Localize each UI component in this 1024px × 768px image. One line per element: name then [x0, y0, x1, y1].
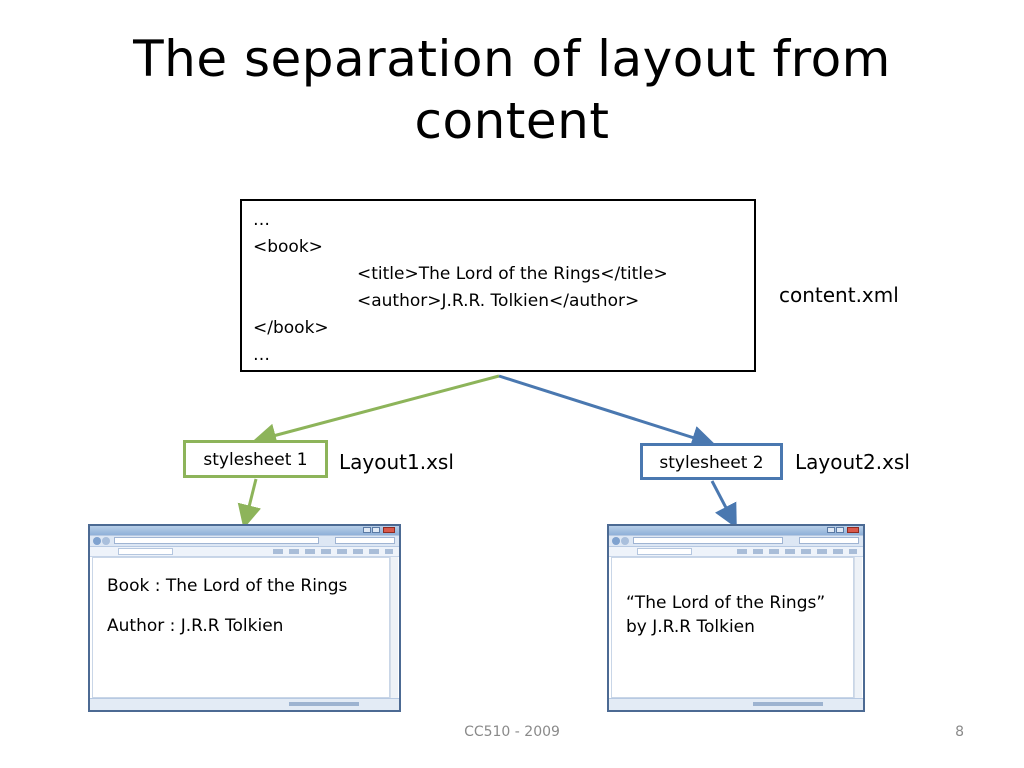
- browser-tab-bar: [90, 547, 399, 557]
- toolbar-icons: [273, 549, 393, 554]
- address-field: [114, 537, 319, 544]
- browser-content: [611, 557, 854, 698]
- status-bar: [609, 698, 863, 710]
- layout2-filename-label: Layout2.xsl: [795, 450, 910, 474]
- code-line: <title>The Lord of the Rings</title>: [357, 264, 668, 284]
- browser-window-2: “The Lord of the Rings” by J.R.R Tolkien: [607, 524, 865, 712]
- slide-title-line1: The separation of layout from: [133, 30, 891, 88]
- back-icon: [612, 537, 620, 545]
- browser-tab-bar: [609, 547, 863, 557]
- scrollbar: [854, 557, 862, 698]
- slide-title: The separation of layout from content: [60, 28, 964, 152]
- browser-content: [92, 557, 390, 698]
- search-field: [335, 537, 395, 544]
- code-line: …: [253, 210, 270, 230]
- code-line: <book>: [253, 237, 323, 257]
- browser-title-bar: [609, 526, 863, 535]
- close-icon: [383, 527, 395, 533]
- stylesheet-1-box: stylesheet 1: [183, 440, 328, 478]
- page-number: 8: [955, 724, 964, 740]
- arrow-stylesheet-1-to-browser-1: [237, 478, 262, 529]
- browser-tab: [118, 548, 173, 555]
- browser-2-line-1: “The Lord of the Rings”: [626, 593, 826, 613]
- browser-title-bar: [90, 526, 399, 535]
- forward-icon: [102, 537, 110, 545]
- slide-footer: CC510 - 2009: [464, 724, 560, 740]
- back-icon: [93, 537, 101, 545]
- status-bar: [90, 698, 399, 710]
- code-line: </book>: [253, 318, 329, 338]
- close-icon: [847, 527, 859, 533]
- content-xml-box: … <book> <title>The Lord of the Rings</t…: [240, 199, 756, 372]
- browser-1-line-1: Book : The Lord of the Rings: [107, 576, 348, 596]
- forward-icon: [621, 537, 629, 545]
- arrow-stylesheet-2-to-browser-2: [710, 480, 737, 529]
- minimize-icon: [827, 527, 835, 533]
- minimize-icon: [363, 527, 371, 533]
- browser-window-1: Book : The Lord of the Rings Author : J.…: [88, 524, 401, 712]
- content-filename-label: content.xml: [779, 283, 899, 307]
- code-line: <author>J.R.R. Tolkien</author>: [357, 291, 640, 311]
- browser-tab: [637, 548, 692, 555]
- browser-address-bar: [609, 535, 863, 547]
- stylesheet-2-box: stylesheet 2: [640, 443, 783, 480]
- toolbar-icons: [737, 549, 857, 554]
- code-line: …: [253, 345, 270, 365]
- slide-title-line2: content: [414, 92, 610, 150]
- maximize-icon: [836, 527, 844, 533]
- browser-address-bar: [90, 535, 399, 547]
- browser-1-line-2: Author : J.R.R Tolkien: [107, 616, 284, 636]
- browser-2-line-2: by J.R.R Tolkien: [626, 617, 755, 637]
- search-field: [799, 537, 859, 544]
- layout1-filename-label: Layout1.xsl: [339, 450, 454, 474]
- maximize-icon: [372, 527, 380, 533]
- address-field: [633, 537, 783, 544]
- arrow-content-to-stylesheet-1: [252, 374, 500, 447]
- scrollbar: [390, 557, 398, 698]
- arrow-content-to-stylesheet-2: [498, 374, 716, 449]
